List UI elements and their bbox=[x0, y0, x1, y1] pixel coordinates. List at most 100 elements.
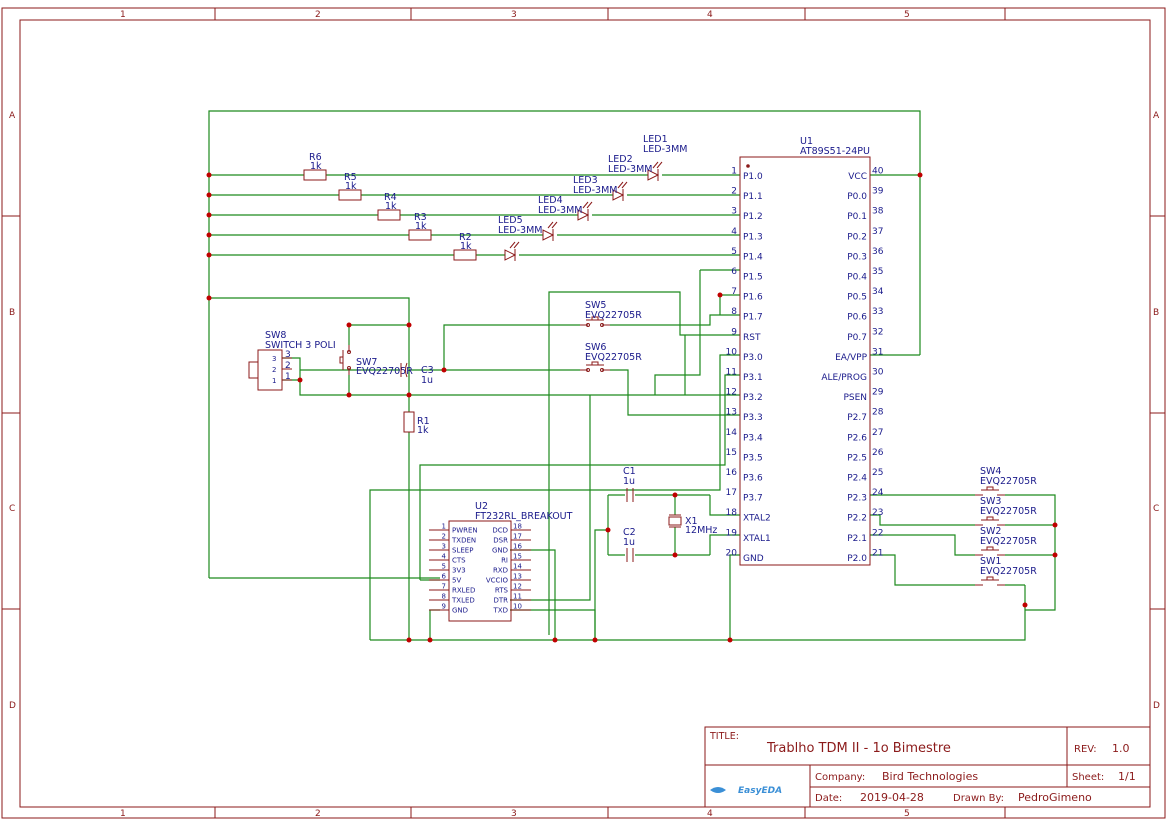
easyeda-logo: EasyEDA bbox=[710, 786, 782, 796]
junction-dot bbox=[406, 637, 412, 643]
u1-pin-number: 9 bbox=[731, 327, 737, 337]
row-label-left-a: A bbox=[9, 111, 16, 121]
u2-pin-number: 16 bbox=[513, 543, 522, 551]
u1-pin-number: 14 bbox=[726, 428, 738, 438]
u1-pin-number: 34 bbox=[872, 287, 884, 297]
led-led4: LED4 LED-3MM bbox=[538, 195, 582, 241]
junction-dot bbox=[1022, 602, 1028, 608]
u1-pin-6: 6P1.5 bbox=[731, 267, 762, 283]
u1-pin-name: P0.3 bbox=[847, 252, 867, 262]
junction-dot bbox=[406, 392, 412, 398]
r4-value: 1k bbox=[385, 201, 397, 212]
junction-dot bbox=[917, 172, 923, 178]
resistor-r4: R4 1k bbox=[377, 192, 401, 221]
u2-pin-number: 15 bbox=[513, 553, 522, 561]
junction-dot bbox=[552, 637, 558, 643]
u1-left-pins: 1P1.02P1.13P1.24P1.35P1.46P1.57P1.68P1.7… bbox=[726, 167, 771, 564]
r3-value: 1k bbox=[415, 221, 427, 232]
drawn-by-value: PedroGimeno bbox=[1018, 791, 1092, 804]
u1-pin-number: 35 bbox=[872, 267, 883, 277]
sw8-pinnum-1: 1 bbox=[285, 372, 291, 382]
c1-value: 1u bbox=[623, 476, 635, 487]
u1-pin-number: 26 bbox=[872, 448, 884, 458]
junction-dot bbox=[1052, 552, 1058, 558]
junction-dot bbox=[206, 232, 212, 238]
r2-value: 1k bbox=[460, 241, 472, 252]
row-label-right-a: A bbox=[1153, 111, 1160, 121]
u1-pin-8: 8P1.7 bbox=[731, 307, 762, 323]
sw8-ref: SW8 bbox=[265, 330, 286, 341]
u1-pin-number: 39 bbox=[872, 187, 884, 197]
u1-pin-number: 21 bbox=[872, 548, 883, 558]
r5-ref: R5 bbox=[344, 172, 357, 183]
col-label-top-1: 1 bbox=[120, 10, 126, 20]
u1-pin-name: P0.2 bbox=[847, 232, 867, 242]
u2-pin-number: 1 bbox=[442, 523, 446, 531]
led-led3: LED3 LED-3MM bbox=[573, 175, 617, 221]
switch-sw7: SW7 EVQ22705R bbox=[339, 345, 413, 377]
resistor-r1: R1 1k bbox=[403, 411, 430, 436]
u2-pin-number: 4 bbox=[442, 553, 447, 561]
u2-pin-name: SLEEP bbox=[452, 547, 473, 555]
led1-ref: LED1 bbox=[643, 134, 668, 145]
col-label-bot-5: 5 bbox=[904, 809, 910, 819]
led3-ref: LED3 bbox=[573, 175, 598, 186]
u1-pin-number: 40 bbox=[872, 167, 884, 177]
col-label-bot-2: 2 bbox=[315, 809, 321, 819]
u1-pin-name: P3.0 bbox=[743, 353, 763, 363]
resistor-r5: R5 1k bbox=[338, 172, 362, 201]
u1-pin-number: 4 bbox=[731, 227, 737, 237]
junction-dot bbox=[727, 637, 733, 643]
u1-pin-number: 28 bbox=[872, 408, 884, 418]
u1-pin-number: 31 bbox=[872, 347, 883, 357]
u1-pin-name: P0.7 bbox=[847, 333, 867, 343]
u1-pin-2: 2P1.1 bbox=[731, 187, 762, 203]
u2-pin-number: 8 bbox=[442, 593, 446, 601]
led5-ref: LED5 bbox=[498, 215, 523, 226]
led2-value: LED-3MM bbox=[608, 164, 652, 175]
u2-pin-name: CTS bbox=[452, 557, 466, 565]
junction-dot bbox=[672, 492, 678, 498]
u2-pin-name: TXD bbox=[493, 607, 508, 615]
u1-pin-7: 7P1.6 bbox=[731, 287, 763, 303]
switch-sw6: SW6 EVQ22705R bbox=[580, 342, 642, 372]
r5-value: 1k bbox=[345, 181, 357, 192]
u1-pin-number: 30 bbox=[872, 368, 884, 378]
c2-value: 1u bbox=[623, 537, 635, 548]
u1-pin-number: 8 bbox=[731, 307, 737, 317]
r1-ref: R1 bbox=[417, 416, 430, 427]
u2-pin-number: 13 bbox=[513, 573, 522, 581]
junction-dot bbox=[717, 292, 723, 298]
junction-dot bbox=[346, 322, 352, 328]
u1-pin-number: 15 bbox=[726, 448, 737, 458]
sw8-pin-1: 1 bbox=[272, 377, 276, 385]
u1-pin-name: XTAL2 bbox=[743, 514, 771, 524]
junctions bbox=[206, 172, 1058, 643]
capacitor-c3: C3 1u bbox=[400, 362, 434, 386]
switch-sw5: SW5 EVQ22705R bbox=[580, 300, 642, 327]
crystal-x1: X1 12MHz bbox=[668, 514, 717, 536]
u2-ref: U2 bbox=[475, 501, 488, 512]
sw1-ref: SW1 bbox=[980, 556, 1001, 567]
junction-dot bbox=[206, 295, 212, 301]
junction-dot bbox=[346, 392, 352, 398]
u1-pin-name: P1.1 bbox=[743, 192, 763, 202]
junction-dot bbox=[206, 252, 212, 258]
switch-sw2: SW2 EVQ22705R bbox=[975, 526, 1037, 556]
title-label: TITLE: bbox=[709, 731, 739, 742]
r6-value: 1k bbox=[310, 161, 322, 172]
